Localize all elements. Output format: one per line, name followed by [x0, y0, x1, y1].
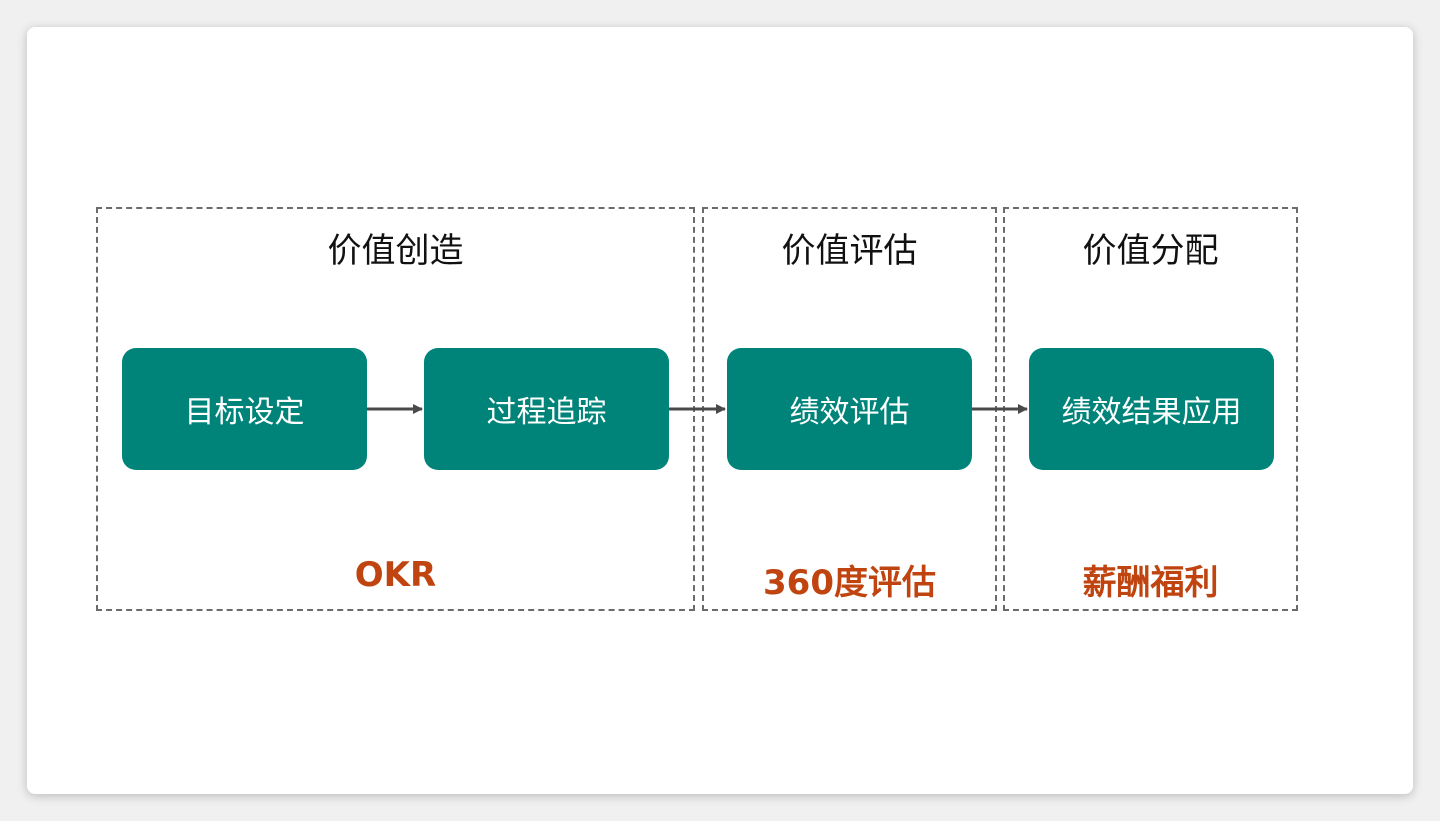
- group-value-creation: 价值创造 OKR: [96, 207, 695, 611]
- step-performance-evaluation: 绩效评估: [727, 348, 972, 470]
- group-tag: OKR: [354, 555, 437, 595]
- group-value-distribution: 价值分配 薪酬福利: [1003, 207, 1298, 611]
- group-tag: 360度评估: [763, 563, 936, 603]
- group-title: 价值创造: [327, 231, 464, 271]
- group-tag: 薪酬福利: [1082, 563, 1219, 603]
- step-goal-setting: 目标设定: [122, 348, 367, 470]
- step-result-application: 绩效结果应用: [1029, 348, 1274, 470]
- group-value-evaluation: 价值评估 360度评估: [702, 207, 997, 611]
- step-process-tracking: 过程追踪: [424, 348, 669, 470]
- group-title: 价值评估: [781, 231, 918, 271]
- group-title: 价值分配: [1082, 231, 1219, 271]
